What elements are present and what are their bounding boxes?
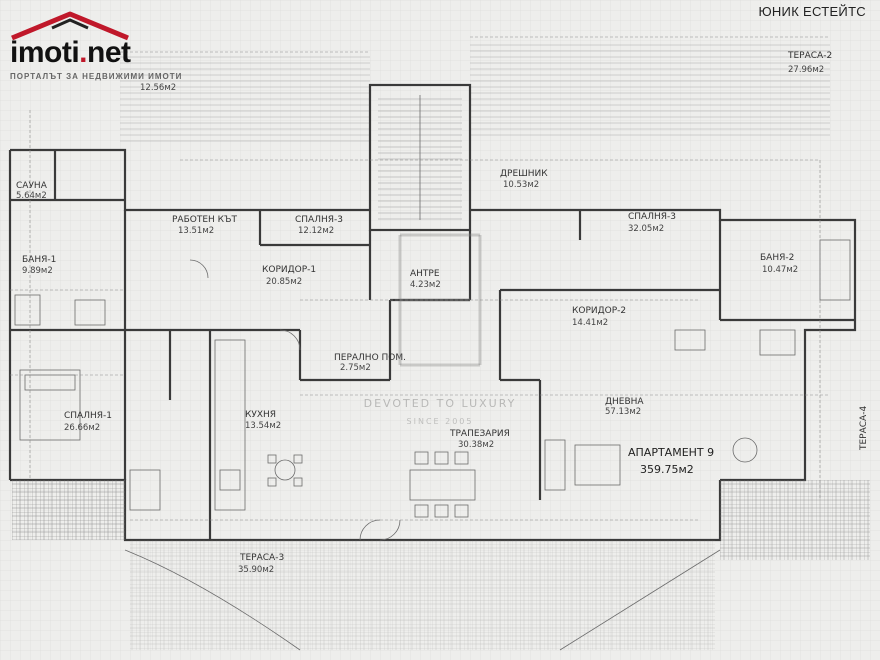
room-label: ДРЕШНИК bbox=[500, 169, 548, 179]
room-label: КОРИДОР-2 bbox=[572, 306, 626, 316]
room-label: КУХНЯ bbox=[245, 410, 276, 420]
room-area: 4.23м2 bbox=[410, 280, 441, 290]
room-label: КОРИДОР-1 bbox=[262, 265, 316, 275]
room-area: 20.85м2 bbox=[266, 277, 302, 287]
furniture bbox=[14, 239, 851, 541]
logo-wordmark: imoti.net bbox=[10, 38, 131, 68]
room-label: ДНЕВНА bbox=[605, 397, 644, 407]
logo-name-dot: . bbox=[79, 36, 88, 69]
room-labels: САУНА 5.64м2 РАБОТЕН КЪТ 13.51м2 СПАЛНЯ-… bbox=[16, 51, 869, 575]
room-label: СПАЛНЯ-3 bbox=[628, 212, 676, 222]
apartment-area: 359.75м2 bbox=[640, 463, 694, 476]
room-area: 13.51м2 bbox=[178, 226, 214, 236]
terrace-label: ТЕРАСА-2 bbox=[787, 51, 832, 61]
logo-name-main: imoti bbox=[10, 36, 80, 69]
room-label: АНТРЕ bbox=[410, 269, 440, 279]
agency-brand: ЮНИК ЕСТЕЙТС bbox=[758, 4, 866, 19]
room-area: 14.41м2 bbox=[572, 318, 608, 328]
room-label: РАБОТЕН КЪТ bbox=[172, 215, 238, 225]
room-area: 57.13м2 bbox=[605, 407, 641, 417]
room-area: 10.47м2 bbox=[762, 265, 798, 275]
room-label: ТЕРАСА-3 bbox=[239, 553, 284, 563]
terrace-label: ТЕРАСА-4 bbox=[859, 406, 869, 451]
room-area: 13.54м2 bbox=[245, 421, 281, 431]
room-label: ПЕРАЛНО ПОМ. bbox=[334, 353, 406, 363]
staircase bbox=[368, 83, 472, 232]
room-area: 32.05м2 bbox=[628, 224, 664, 234]
room-area: 26.66м2 bbox=[64, 423, 100, 433]
room-area: 5.64м2 bbox=[16, 191, 47, 201]
terrace-area: 27.96м2 bbox=[788, 65, 824, 75]
apartment-label: АПАРТАМЕНТ 9 bbox=[628, 446, 714, 459]
top-terraces bbox=[120, 36, 830, 145]
room-label: СПАЛНЯ-3 bbox=[295, 215, 343, 225]
house-roof-icon bbox=[11, 11, 129, 41]
room-area: 35.90м2 bbox=[238, 565, 274, 575]
room-label: САУНА bbox=[16, 181, 48, 191]
room-label: БАНЯ-2 bbox=[760, 253, 794, 263]
terrace-area: 12.56м2 bbox=[140, 83, 176, 93]
terrace-hatch bbox=[12, 480, 870, 651]
room-area: 10.53м2 bbox=[503, 180, 539, 190]
room-area: 9.89м2 bbox=[22, 266, 53, 276]
room-area: 12.12м2 bbox=[298, 226, 334, 236]
dimension-lines bbox=[10, 110, 830, 521]
imoti-logo[interactable]: imoti.net ПОРТАЛЪТ ЗА НЕДВИЖИМИ ИМОТИ bbox=[8, 8, 181, 86]
logo-tagline: ПОРТАЛЪТ ЗА НЕДВИЖИМИ ИМОТИ bbox=[10, 72, 183, 81]
room-area: 2.75м2 bbox=[340, 363, 371, 373]
room-area: 30.38м2 bbox=[458, 440, 494, 450]
room-label: СПАЛНЯ-1 bbox=[64, 411, 112, 421]
room-label: ТРАПЕЗАРИЯ bbox=[449, 429, 510, 439]
logo-name-tld: net bbox=[87, 36, 131, 69]
room-label: БАНЯ-1 bbox=[22, 255, 56, 265]
